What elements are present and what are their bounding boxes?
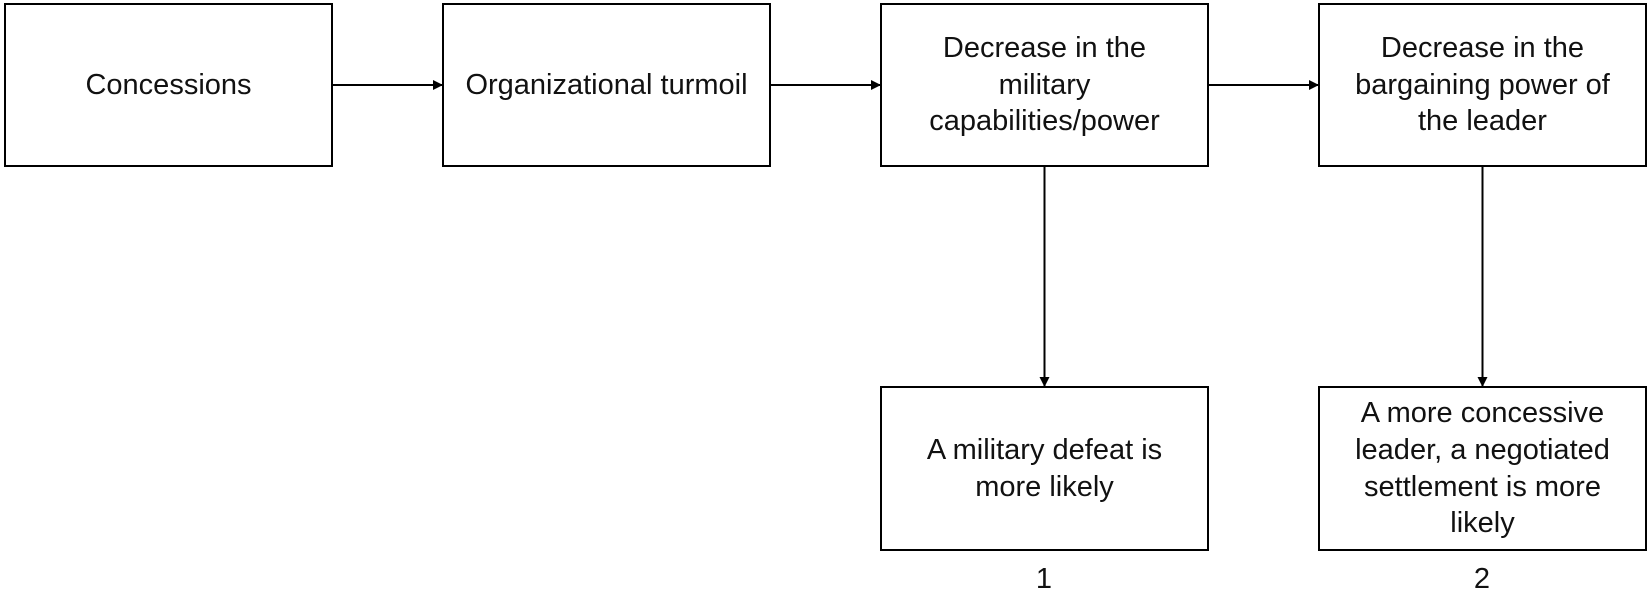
military-capabilities-box: Decrease in the military capabilities/po… <box>880 3 1209 167</box>
negotiated-settlement-box: A more concessive leader, a negotiated s… <box>1318 386 1647 551</box>
arrow-group <box>333 80 1488 387</box>
organizational-turmoil-text: Organizational turmoil <box>465 68 748 101</box>
negotiated-settlement-text: A more concessive leader, a negotiated s… <box>1355 396 1610 540</box>
military-capabilities-text: Decrease in the military capabilities/po… <box>929 31 1160 138</box>
concessions-box: Concessions <box>4 3 333 167</box>
bargaining-power-text: Decrease in the bargaining power of the … <box>1355 31 1610 138</box>
outcome-label-1: 1 <box>1035 563 1053 595</box>
organizational-turmoil-box: Organizational turmoil <box>442 3 771 167</box>
concessions-text: Concessions <box>85 68 252 101</box>
bargaining-power-box: Decrease in the bargaining power of the … <box>1318 3 1647 167</box>
military-defeat-text: A military defeat is more likely <box>926 433 1163 503</box>
outcome-label-2: 2 <box>1473 563 1491 595</box>
military-defeat-box: A military defeat is more likely <box>880 386 1209 551</box>
